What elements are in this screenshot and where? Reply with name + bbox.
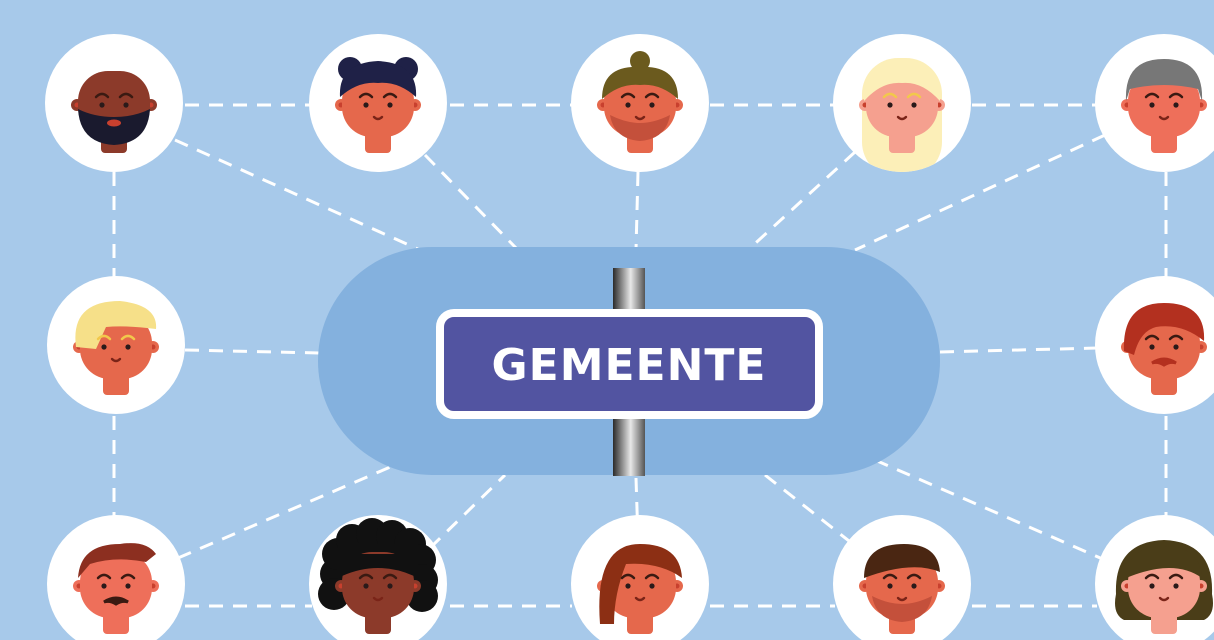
red-hair-mustache-avatar-icon	[1095, 276, 1214, 414]
afro-hair-avatar-icon	[309, 515, 447, 640]
connector-line	[174, 138, 421, 252]
connector-line	[428, 473, 507, 550]
sign-board	[436, 309, 823, 419]
connector-line	[874, 458, 1106, 562]
mustache-man-avatar-icon	[47, 515, 185, 640]
connector-line	[764, 473, 859, 550]
blonde-long-hair-avatar-icon	[833, 34, 971, 172]
buns-hair-avatar-icon	[309, 34, 447, 172]
connector-lines	[112, 103, 1168, 608]
sign-pole-bottom	[613, 412, 645, 476]
avatar-group	[45, 34, 1214, 640]
connector-line	[939, 346, 1098, 354]
topknot-bearded-avatar-icon	[571, 34, 709, 172]
sign-pole-top	[613, 268, 645, 316]
olive-bob-avatar-icon	[1095, 515, 1214, 640]
bald-bearded-man-avatar-icon	[45, 34, 183, 172]
grey-hair-avatar-icon	[1095, 34, 1214, 172]
connector-line	[634, 171, 640, 251]
connector-line	[854, 133, 1106, 252]
brown-hair-bearded-avatar-icon	[833, 515, 971, 640]
connector-line	[746, 150, 857, 252]
blonde-quiff-avatar-icon	[47, 276, 185, 414]
sign-label: GEMEENTE	[492, 340, 767, 391]
auburn-hair-avatar-icon	[571, 515, 709, 640]
connector-line	[177, 463, 396, 560]
